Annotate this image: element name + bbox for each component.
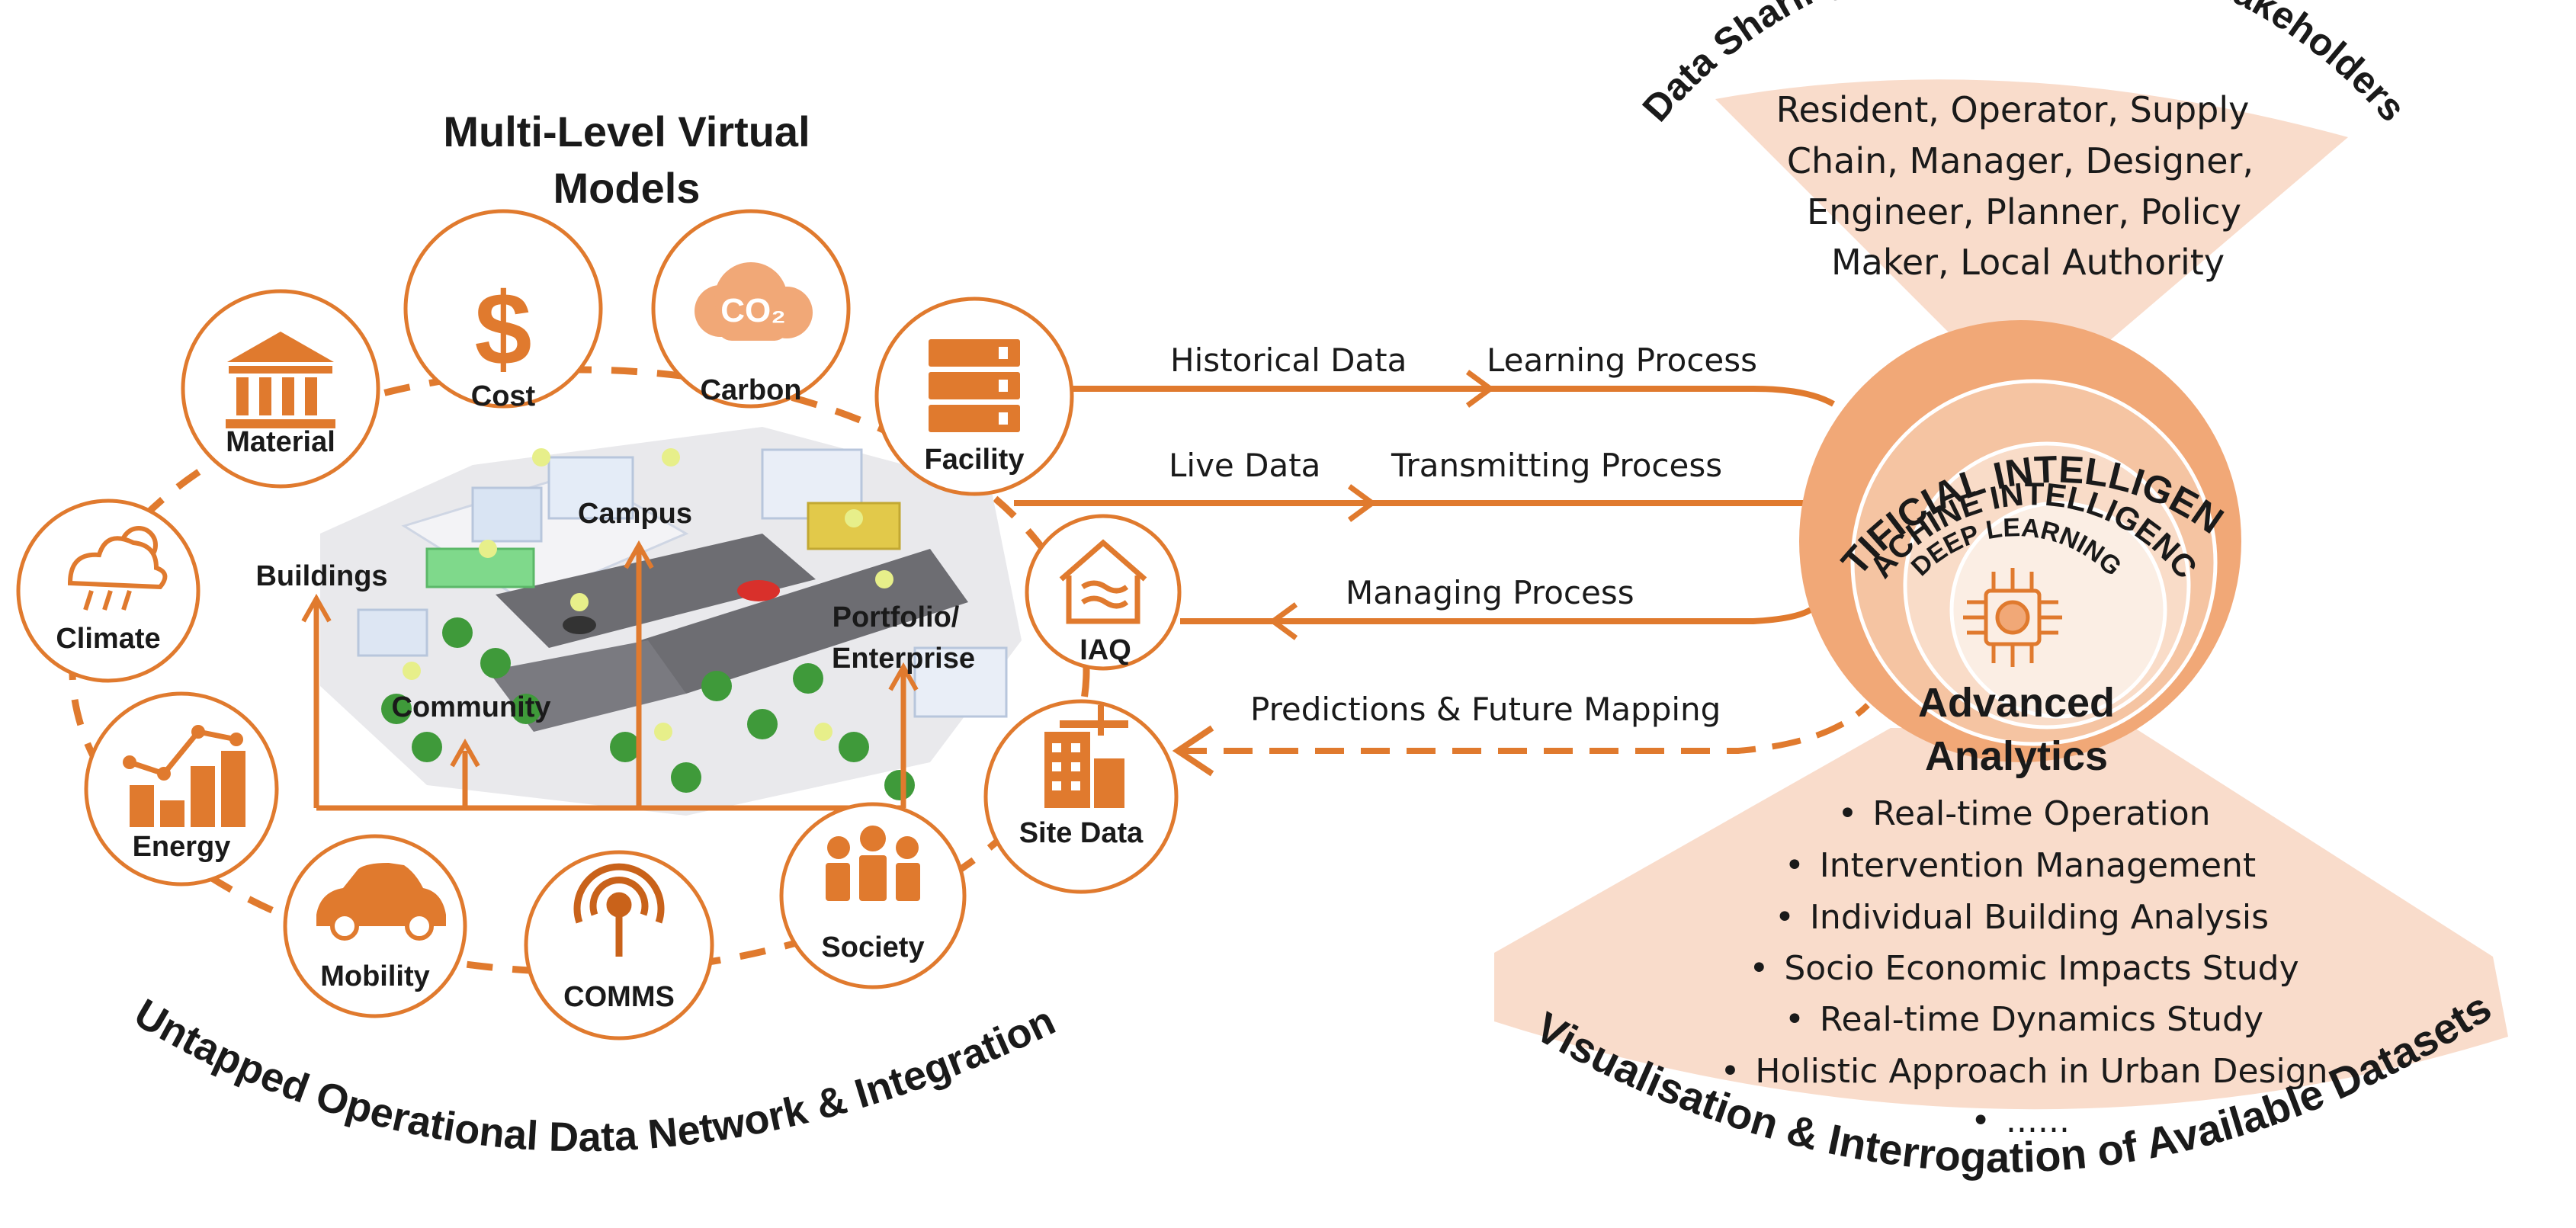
node-mobility: Mobility <box>283 834 467 1018</box>
node-iaq: IAQ <box>1025 514 1182 671</box>
analytics-fan: •Real-time Operation •Intervention Manag… <box>1494 728 2508 1182</box>
analytics-item-5: •Real-time Dynamics Study <box>1785 1000 2263 1039</box>
node-climate: Climate <box>16 499 200 683</box>
flow-label-predictions: Predictions & Future Mapping <box>1250 691 1721 728</box>
consumers-line-2: Chain, Manager, Designer, <box>1787 140 2254 181</box>
car-icon <box>316 863 446 941</box>
flow-label-live-data: Live Data <box>1169 447 1320 484</box>
node-label-comms: COMMS <box>563 981 675 1013</box>
city-label-portfolio-line-1: Portfolio/ <box>832 601 960 633</box>
node-label-energy: Energy <box>133 831 231 863</box>
node-cost: $ Cost <box>403 209 603 412</box>
people-icon <box>826 826 920 901</box>
server-rack-icon <box>929 339 1020 432</box>
analytics-item-3: •Individual Building Analysis <box>1775 898 2269 937</box>
ai-chip-icon <box>1963 568 2062 667</box>
bank-icon <box>226 332 335 428</box>
energy-chart-icon <box>123 725 245 827</box>
consumers-fan: Data Sharing with Consumers & Stakeholde… <box>1634 0 2414 359</box>
co2-cloud-icon <box>695 262 813 341</box>
city-label-campus: Campus <box>578 498 692 530</box>
analytics-list: •Real-time Operation •Intervention Manag… <box>1720 794 2327 1140</box>
flow-label-managing-process: Managing Process <box>1346 574 1634 611</box>
city-model-illustration <box>320 427 1022 816</box>
flow-label-historical-data: Historical Data <box>1170 341 1407 379</box>
consumers-line-1: Resident, Operator, Supply <box>1776 89 2250 130</box>
node-label-facility: Facility <box>925 444 1025 476</box>
dollar-icon: $ <box>474 271 531 386</box>
analytics-item-6: •Holistic Approach in Urban Design <box>1720 1052 2327 1091</box>
indoor-air-quality-icon <box>1059 539 1147 624</box>
analytics-title-line-2: Analytics <box>1925 733 2108 779</box>
analytics-item-2: •Intervention Management <box>1785 846 2256 885</box>
node-label-iaq: IAQ <box>1079 634 1131 666</box>
diagram-title-line-2: Models <box>553 164 701 212</box>
node-material: Material <box>181 289 380 489</box>
analytics-item-7: •...... <box>1971 1101 2070 1140</box>
node-facility: Facility <box>874 297 1074 496</box>
consumers-line-4: Maker, Local Authority <box>1831 242 2225 283</box>
node-energy: Energy <box>84 691 279 887</box>
node-label-mobility: Mobility <box>320 960 430 992</box>
city-label-portfolio-line-2: Enterprise <box>832 643 975 675</box>
hierarchy-arrows <box>301 540 919 811</box>
flow-arrows <box>1014 370 1870 777</box>
node-label-climate: Climate <box>56 623 160 655</box>
analytics-item-4: •Socio Economic Impacts Study <box>1749 949 2299 988</box>
node-society: Society <box>779 802 967 989</box>
analytics-title-line-1: Advanced <box>1918 680 2115 726</box>
co2-text: CO₂ <box>720 292 786 329</box>
node-comms: COMMS <box>524 850 714 1040</box>
city-label-community: Community <box>392 691 551 723</box>
broadcast-antenna-icon <box>573 863 665 957</box>
node-carbon: CO₂ Carbon <box>651 209 851 409</box>
storm-cloud-icon <box>67 526 168 611</box>
node-site-data: Site Data <box>983 699 1179 894</box>
analytics-item-1: •Real-time Operation <box>1837 794 2210 833</box>
node-label-society: Society <box>821 931 924 963</box>
flow-label-learning-process: Learning Process <box>1487 341 1757 379</box>
node-label-site-data: Site Data <box>1019 817 1144 849</box>
diagram-title-line-1: Multi-Level Virtual <box>443 107 810 156</box>
node-label-cost: Cost <box>471 380 536 412</box>
construction-site-icon <box>1044 705 1128 808</box>
node-label-material: Material <box>226 426 335 458</box>
consumers-line-3: Engineer, Planner, Policy <box>1807 191 2241 232</box>
city-label-buildings: Buildings <box>255 560 387 592</box>
flow-label-transmitting-process: Transmitting Process <box>1391 447 1722 484</box>
node-label-carbon: Carbon <box>701 374 802 406</box>
